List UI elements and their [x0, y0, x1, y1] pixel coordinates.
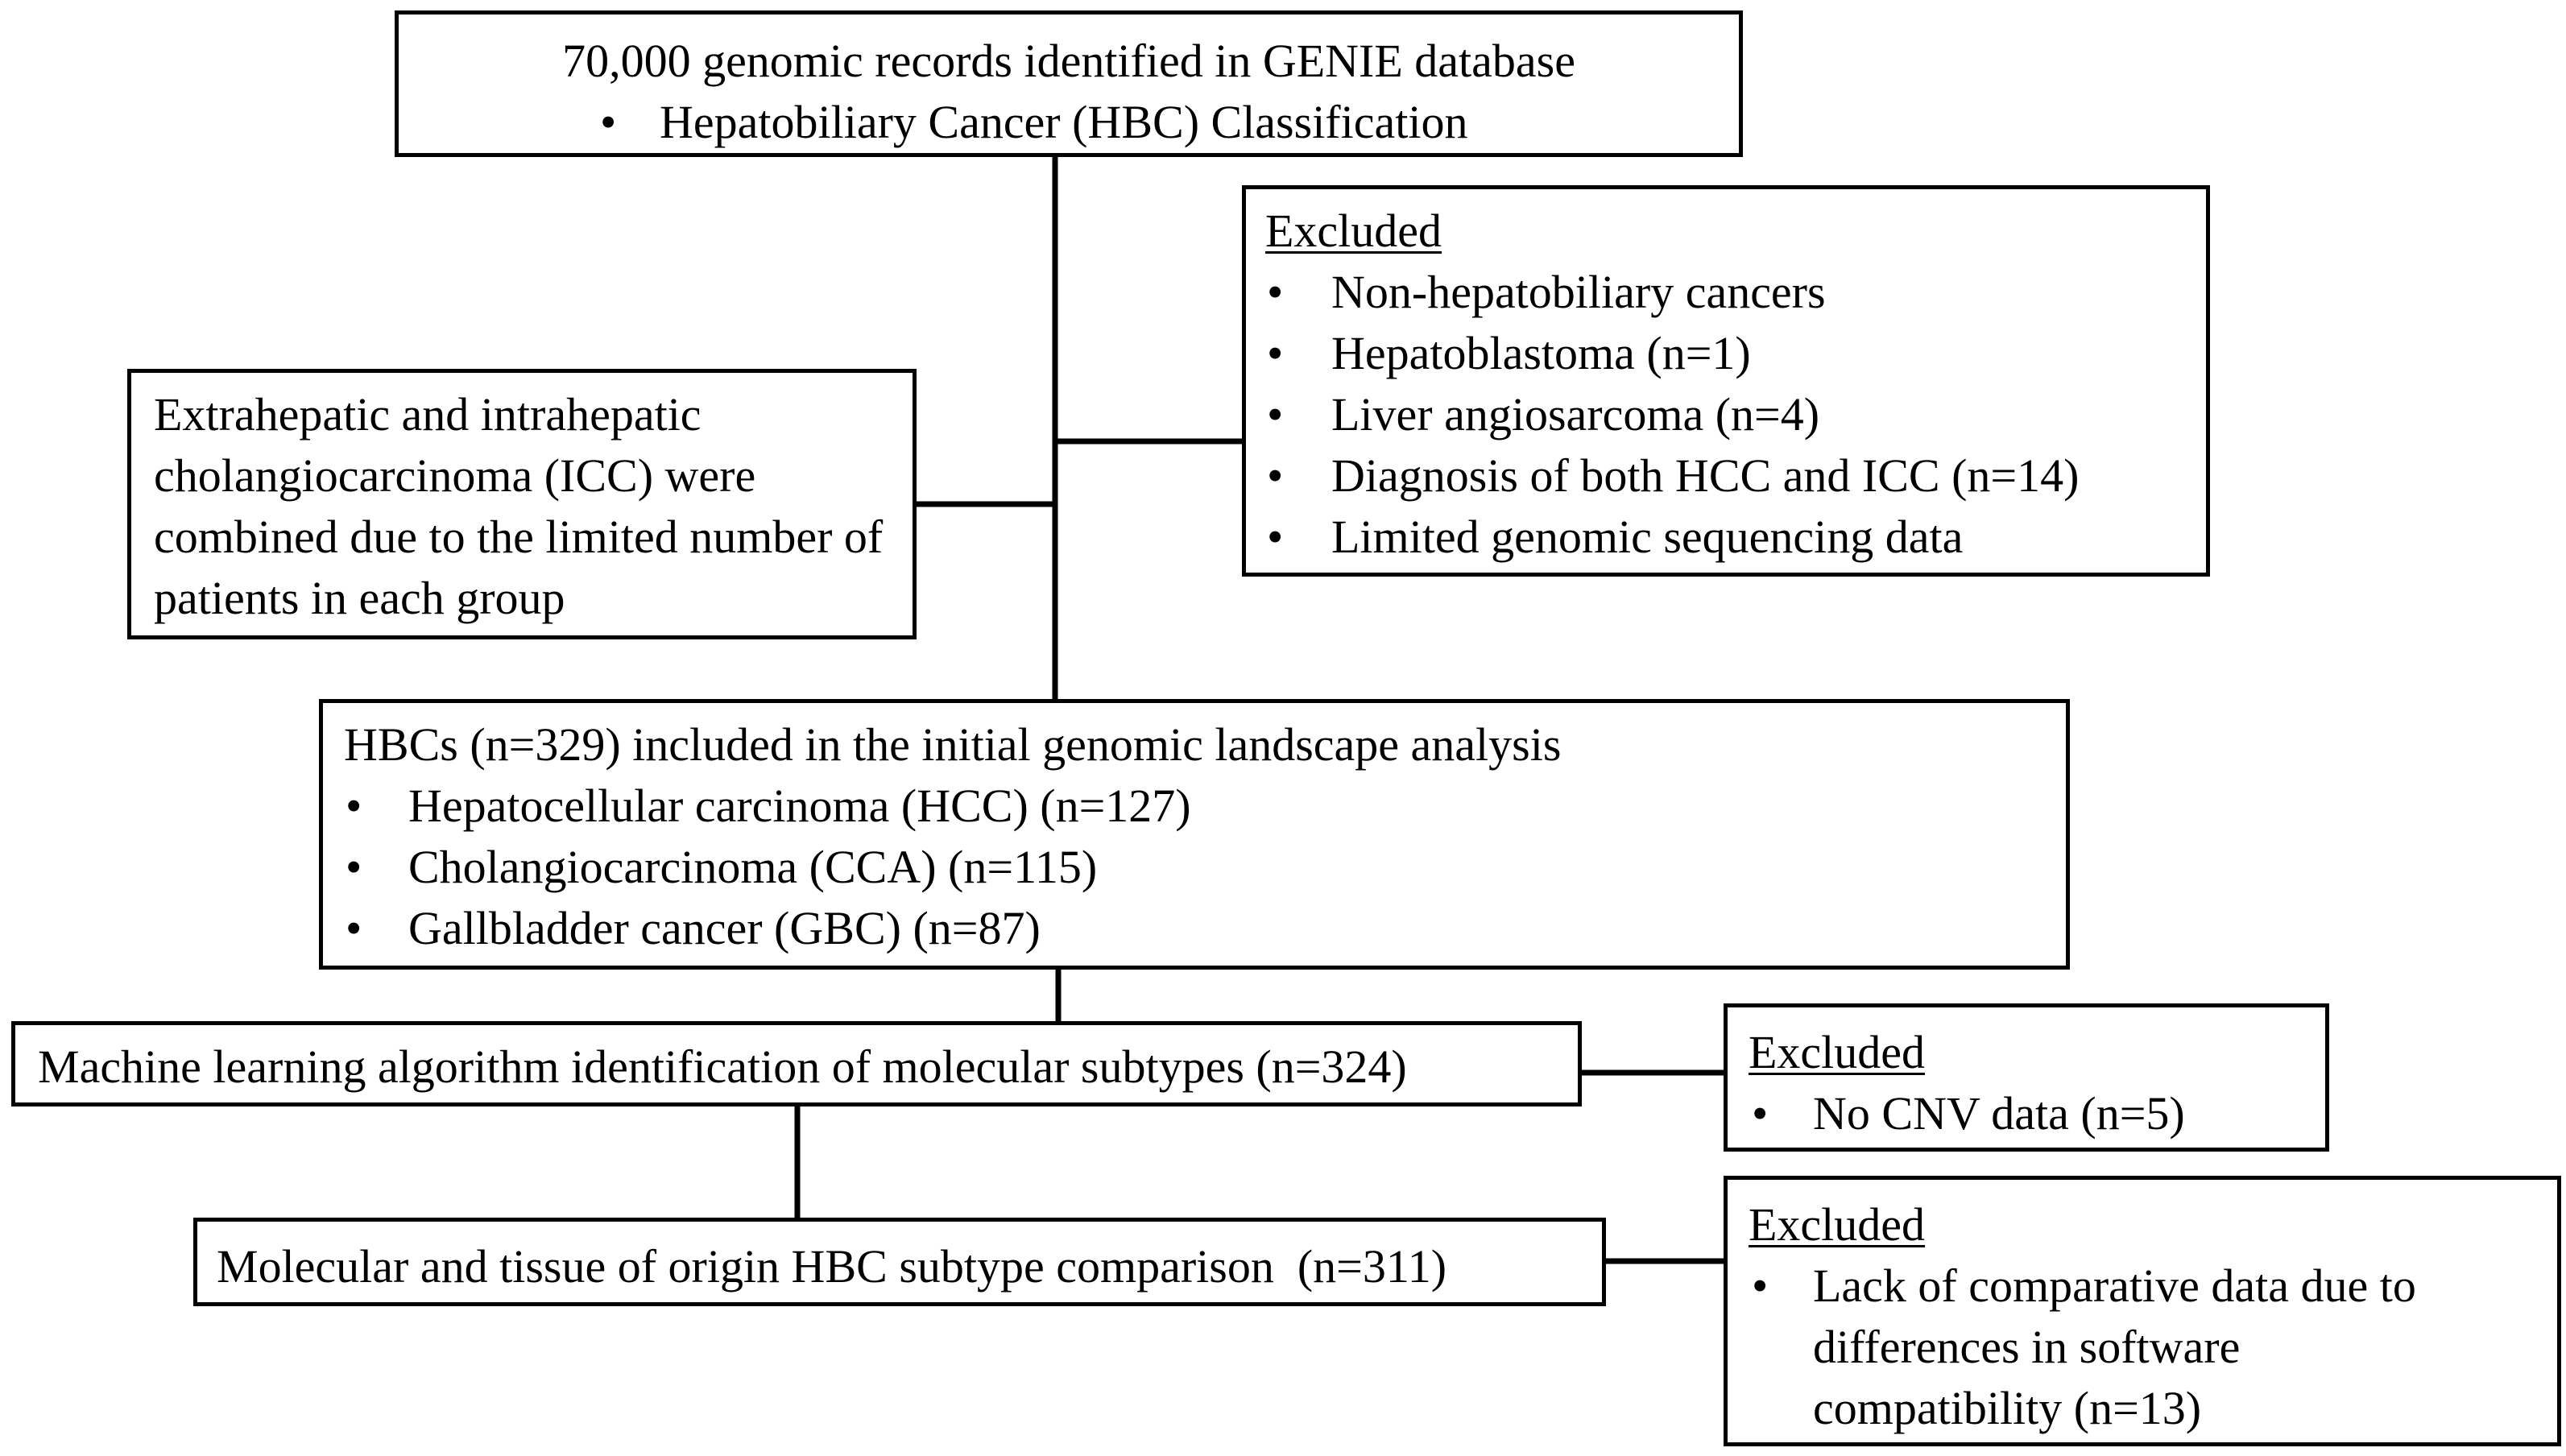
- subtype-comparison-text: Molecular and tissue of origin HBC subty…: [217, 1240, 1447, 1293]
- icc-combined-note-box: Extrahepatic and intrahepatic cholangioc…: [127, 369, 917, 639]
- bullet-item: Lack of comparative data due to differen…: [1728, 1255, 2457, 1439]
- exclusion-2-bullets: No CNV data (n=5): [1728, 1083, 2325, 1144]
- subtype-comparison-box: Molecular and tissue of origin HBC subty…: [193, 1218, 1606, 1306]
- hbc-included-bullets: Hepatocellular carcinoma (HCC) (n=127) C…: [323, 776, 2066, 959]
- hbc-included-box: HBCs (n=329) included in the initial gen…: [319, 699, 2070, 970]
- exclusion-1-bullets: Non-hepatobiliary cancers Hepatoblastoma…: [1246, 262, 2206, 568]
- bullet-item: Gallbladder cancer (GBC) (n=87): [323, 898, 2066, 959]
- exclusion-box-1: Excluded Non-hepatobiliary cancers Hepat…: [1242, 185, 2210, 577]
- genie-records-box: 70,000 genomic records identified in GEN…: [395, 10, 1743, 157]
- bullet-item: Liver angiosarcoma (n=4): [1246, 384, 2206, 445]
- bullet-item: Limited genomic sequencing data: [1246, 507, 2206, 568]
- bullet-item: Diagnosis of both HCC and ICC (n=14): [1246, 445, 2206, 507]
- genie-records-title: 70,000 genomic records identified in GEN…: [562, 35, 1575, 87]
- icc-combined-note-text: Extrahepatic and intrahepatic cholangioc…: [154, 388, 884, 624]
- exclusion-box-2: Excluded No CNV data (n=5): [1724, 1003, 2329, 1152]
- ml-subtypes-box: Machine learning algorithm identificatio…: [11, 1021, 1582, 1106]
- exclusion-box-3: Excluded Lack of comparative data due to…: [1724, 1176, 2561, 1446]
- bullet-item: Non-hepatobiliary cancers: [1246, 262, 2206, 323]
- exclusion-1-title: Excluded: [1265, 205, 1442, 257]
- exclusion-3-title: Excluded: [1749, 1198, 1926, 1251]
- hbc-included-title: HBCs (n=329) included in the initial gen…: [344, 718, 1562, 771]
- bullet-item: Hepatocellular carcinoma (HCC) (n=127): [323, 776, 2066, 837]
- exclusion-2-title: Excluded: [1749, 1026, 1926, 1078]
- bullet-item: Hepatoblastoma (n=1): [1246, 323, 2206, 384]
- bullet-item: Cholangiocarcinoma (CCA) (n=115): [323, 837, 2066, 898]
- exclusion-3-bullets: Lack of comparative data due to differen…: [1728, 1255, 2557, 1439]
- bullet-item: Hepatobiliary Cancer (HBC) Classificatio…: [399, 92, 1739, 153]
- bullet-item: No CNV data (n=5): [1728, 1083, 2325, 1144]
- ml-subtypes-text: Machine learning algorithm identificatio…: [38, 1040, 1407, 1093]
- genie-records-bullets: Hepatobiliary Cancer (HBC) Classificatio…: [399, 92, 1739, 153]
